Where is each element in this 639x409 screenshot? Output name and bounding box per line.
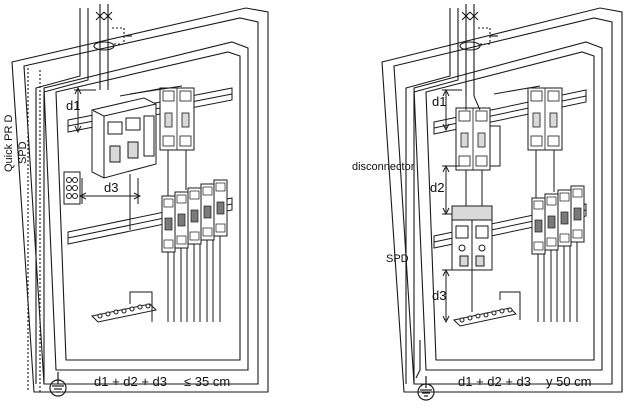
right-earth-bar [452,307,518,327]
left-earth-bar [90,291,158,323]
right-disconnector [455,107,501,171]
right-distribution-breakers [531,185,585,255]
right-supply-switch [459,4,498,96]
left-dimension-d1 [74,86,96,134]
right-dimension-lines [442,88,462,324]
right-panel: d1 d2 d3 disconnector SPD d1 + d2 + d3 y… [352,4,623,401]
right-constraint: y 50 cm [546,374,592,389]
right-d1-label: d1 [432,94,446,109]
right-main-breaker [527,87,563,151]
right-earth-conductors [405,8,459,384]
left-quick-prd-label: Quick PR D [3,114,15,172]
left-main-breaker [159,87,195,151]
right-spd-label: SPD [386,253,409,265]
right-formula: d1 + d2 + d3 [458,374,531,389]
left-constraint: ≤ 35 cm [184,374,230,389]
right-d2-label: d2 [430,180,444,195]
left-earth-conductors [27,8,89,392]
right-wiring [465,85,578,322]
left-d1-label: d1 [66,98,80,113]
left-supply-switch [93,4,132,90]
left-quick-prd-spd [91,97,157,179]
left-enclosure [11,7,269,393]
left-earth-bar-small [63,171,81,205]
right-disconnector-label: disconnector [352,161,415,173]
left-formula: d1 + d2 + d3 [94,374,167,389]
left-earth-ground-icon [49,372,67,397]
left-panel: d1 d3 Quick PR D SPD d1 + d2 + d3 ≤ 35 c… [3,4,269,397]
left-distribution-breakers [161,179,228,253]
left-dimension-d3 [78,178,142,204]
right-spd [451,205,493,271]
left-d3-label: d3 [104,180,118,195]
right-d3-label: d3 [432,288,446,303]
right-enclosure [381,7,623,393]
left-wiring [119,85,221,322]
left-spd-label: SPD [17,141,29,164]
right-earth-ground-icon [417,376,435,401]
